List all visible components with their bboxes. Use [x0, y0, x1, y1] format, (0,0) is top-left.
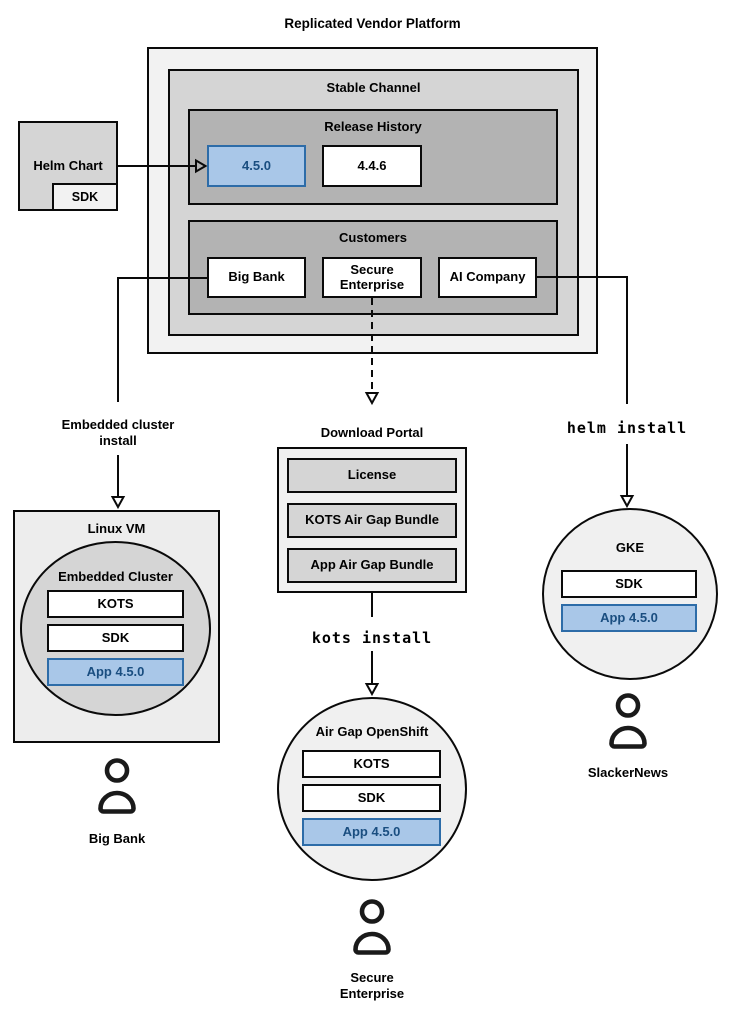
embedded-cluster-label: Embedded Cluster — [58, 569, 173, 584]
openshift-sdk-label: SDK — [357, 789, 386, 805]
license-box: License — [287, 458, 457, 493]
linux-vm-sdk-label: SDK — [101, 629, 130, 645]
secure-enterprise-user-label: Secure Enterprise — [302, 970, 442, 1001]
stable-channel-label: Stable Channel — [326, 80, 421, 95]
openshift-kots-label: KOTS — [353, 755, 390, 771]
release-450-box: 4.5.0 — [207, 145, 306, 187]
linux-vm-kots-box: KOTS — [47, 590, 184, 618]
app-airgap-bundle-label: App Air Gap Bundle — [310, 557, 434, 573]
airgap-openshift-label: Air Gap OpenShift — [315, 724, 429, 739]
linux-vm-label: Linux VM — [87, 521, 146, 536]
gke-app-label: App 4.5.0 — [600, 609, 658, 625]
gke-sdk-label: SDK — [615, 575, 643, 591]
license-label: License — [347, 467, 397, 483]
customers-label: Customers — [339, 230, 407, 245]
helm-install-label: helm install — [566, 419, 688, 437]
customer-ai-company-box: AI Company — [438, 257, 537, 298]
linux-vm-app-box: App 4.5.0 — [47, 658, 184, 686]
embedded-install-label: Embedded cluster install — [38, 417, 198, 448]
app-airgap-bundle-box: App Air Gap Bundle — [287, 548, 457, 583]
openshift-sdk-box: SDK — [302, 784, 441, 812]
helm-chart-label: Helm Chart — [33, 158, 103, 173]
customer-big-bank-box: Big Bank — [207, 257, 306, 298]
openshift-app-box: App 4.5.0 — [302, 818, 441, 846]
gke-app-box: App 4.5.0 — [561, 604, 697, 632]
download-portal-label: Download Portal — [320, 425, 424, 440]
secure-enterprise-user-icon — [353, 899, 391, 955]
gke-label: GKE — [615, 540, 645, 555]
helm-chart-sdk-box: SDK — [52, 183, 118, 211]
slackernews-user-icon — [609, 693, 647, 749]
linux-vm-sdk-box: SDK — [47, 624, 184, 652]
release-446-label: 4.4.6 — [357, 157, 387, 173]
kots-install-label: kots install — [311, 629, 433, 647]
diagram-title: Replicated Vendor Platform — [284, 16, 461, 31]
bigbank-arrowhead — [110, 496, 126, 510]
customer-ai-company-label: AI Company — [449, 269, 526, 285]
customer-big-bank-label: Big Bank — [228, 269, 285, 285]
kots-airgap-bundle-box: KOTS Air Gap Bundle — [287, 503, 457, 538]
customer-secure-enterprise-box: Secure Enterprise — [322, 257, 422, 298]
secure-enterprise-user-line1: Secure — [350, 970, 394, 985]
portal-arrowhead — [364, 683, 380, 697]
customer-secure-enterprise-label: Secure Enterprise — [339, 261, 405, 292]
embedded-install-line1: Embedded cluster — [61, 417, 175, 432]
linux-vm-kots-label: KOTS — [97, 595, 134, 611]
openshift-kots-box: KOTS — [302, 750, 441, 778]
embedded-install-line2: install — [99, 432, 137, 448]
gke-sdk-box: SDK — [561, 570, 697, 598]
slackernews-user-label: SlackerNews — [587, 765, 669, 780]
secure-enterprise-user-line2: Enterprise — [339, 985, 405, 1001]
release-450-label: 4.5.0 — [242, 157, 271, 173]
aicompany-arrowhead — [619, 495, 635, 509]
secure-dashed-arrowhead — [364, 392, 380, 406]
release-446-box: 4.4.6 — [322, 145, 422, 187]
big-bank-user-label: Big Bank — [88, 831, 146, 846]
openshift-app-label: App 4.5.0 — [342, 823, 401, 839]
helm-chart-sdk-label: SDK — [71, 189, 99, 204]
big-bank-user-icon — [98, 758, 136, 814]
release-history-label: Release History — [324, 119, 422, 134]
linux-vm-app-label: App 4.5.0 — [86, 663, 145, 679]
kots-airgap-bundle-label: KOTS Air Gap Bundle — [305, 512, 439, 528]
